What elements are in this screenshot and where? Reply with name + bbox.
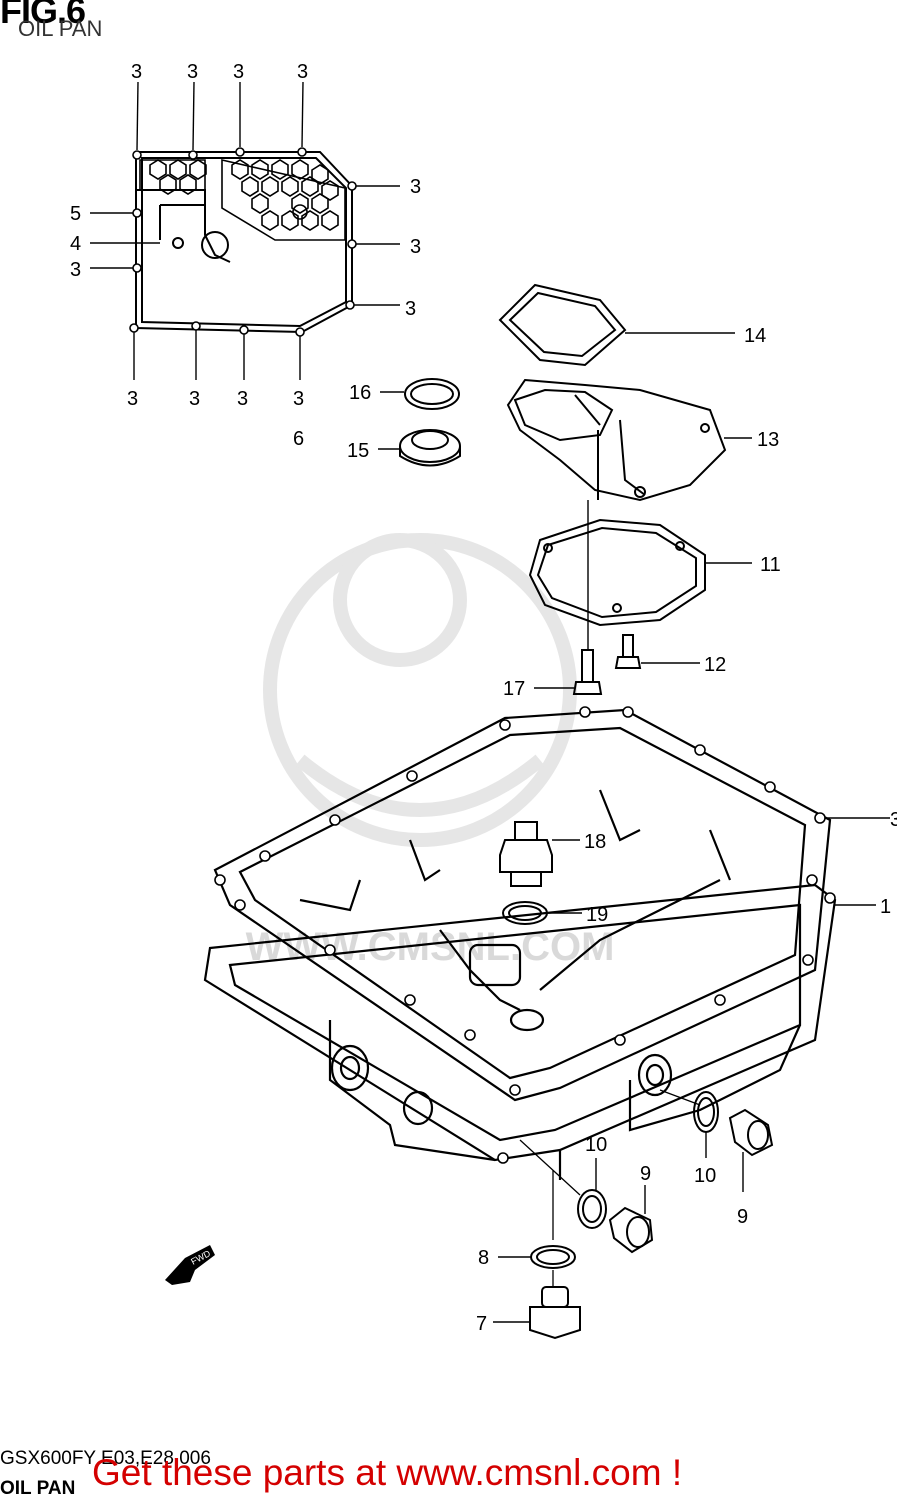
oil-pan-body-1: [203, 708, 837, 1180]
gasket-10-right: [693, 1091, 719, 1133]
callout-3: 3: [131, 61, 142, 83]
callout-18: 18: [584, 831, 606, 853]
callout-3: 3: [187, 61, 198, 83]
figure-number: FIG.6: [0, 0, 86, 31]
callout-14: 14: [744, 325, 766, 347]
gasket-11: [528, 518, 706, 627]
callout-3: 3: [410, 176, 421, 198]
callout-3: 3: [233, 61, 244, 83]
callout-8: 8: [478, 1247, 489, 1269]
gasket-leader-lines: [90, 81, 400, 380]
callout-10: 10: [585, 1134, 607, 1156]
callout-9: 9: [640, 1163, 651, 1185]
model-code: GSX600FY E03,E28 006: [0, 1448, 211, 1469]
callout-13: 13: [757, 429, 779, 451]
honeycomb-baffle: [139, 158, 346, 241]
oil-pressure-switch-18: [499, 821, 553, 887]
plug-9-right: [728, 1108, 774, 1157]
plug-9-left: [608, 1206, 654, 1254]
callout-3: 3: [890, 809, 897, 831]
callout-5: 5: [70, 203, 81, 225]
oil-strainer-13: [506, 378, 727, 502]
watermark-text: WWW.CMSNL.COM: [246, 925, 615, 969]
oil-pan-gasket-top-view: [135, 151, 353, 334]
callout-3: 3: [237, 388, 248, 410]
bolt-12: [614, 634, 642, 669]
plug-axis-lines: [519, 1089, 701, 1286]
callout-6: 6: [293, 428, 304, 450]
gasket-19: [502, 901, 548, 925]
gasket-8: [530, 1245, 576, 1269]
holder-15: [399, 429, 461, 467]
section-name: OIL PAN: [0, 1478, 76, 1499]
drain-plug-7: [529, 1286, 581, 1340]
bolt-17: [572, 649, 603, 695]
callout-labels: 3 3 3 3 3 3 3 5 4 3 3 3 3 3 6 16 15 14 1…: [70, 61, 897, 1335]
callout-3: 3: [189, 388, 200, 410]
callout-19: 19: [586, 904, 608, 926]
callout-17: 17: [503, 678, 525, 700]
watermark-logo: [263, 533, 577, 847]
callout-3: 3: [405, 298, 416, 320]
shop-link[interactable]: Get these parts at www.cmsnl.com !: [92, 1452, 683, 1493]
callout-7: 7: [476, 1313, 487, 1335]
callout-1: 1: [880, 896, 891, 918]
oil-pan-flange-holes: [214, 706, 836, 1164]
callout-16: 16: [349, 382, 371, 404]
figure-title: OIL PAN: [18, 16, 103, 41]
callout-3: 3: [70, 259, 81, 281]
fwd-arrow-icon: FWD: [165, 1245, 215, 1285]
callout-12: 12: [704, 654, 726, 676]
gasket-10-left: [577, 1189, 607, 1229]
callout-9: 9: [737, 1206, 748, 1228]
strainer-gasket-14: [498, 283, 627, 367]
callout-3: 3: [297, 61, 308, 83]
o-ring-16: [404, 378, 460, 410]
callout-4: 4: [70, 233, 81, 255]
callout-3: 3: [293, 388, 304, 410]
callout-15: 15: [347, 440, 369, 462]
callout-10: 10: [694, 1165, 716, 1187]
callout-3: 3: [127, 388, 138, 410]
callout-11: 11: [760, 554, 781, 576]
callout-3: 3: [410, 236, 421, 258]
